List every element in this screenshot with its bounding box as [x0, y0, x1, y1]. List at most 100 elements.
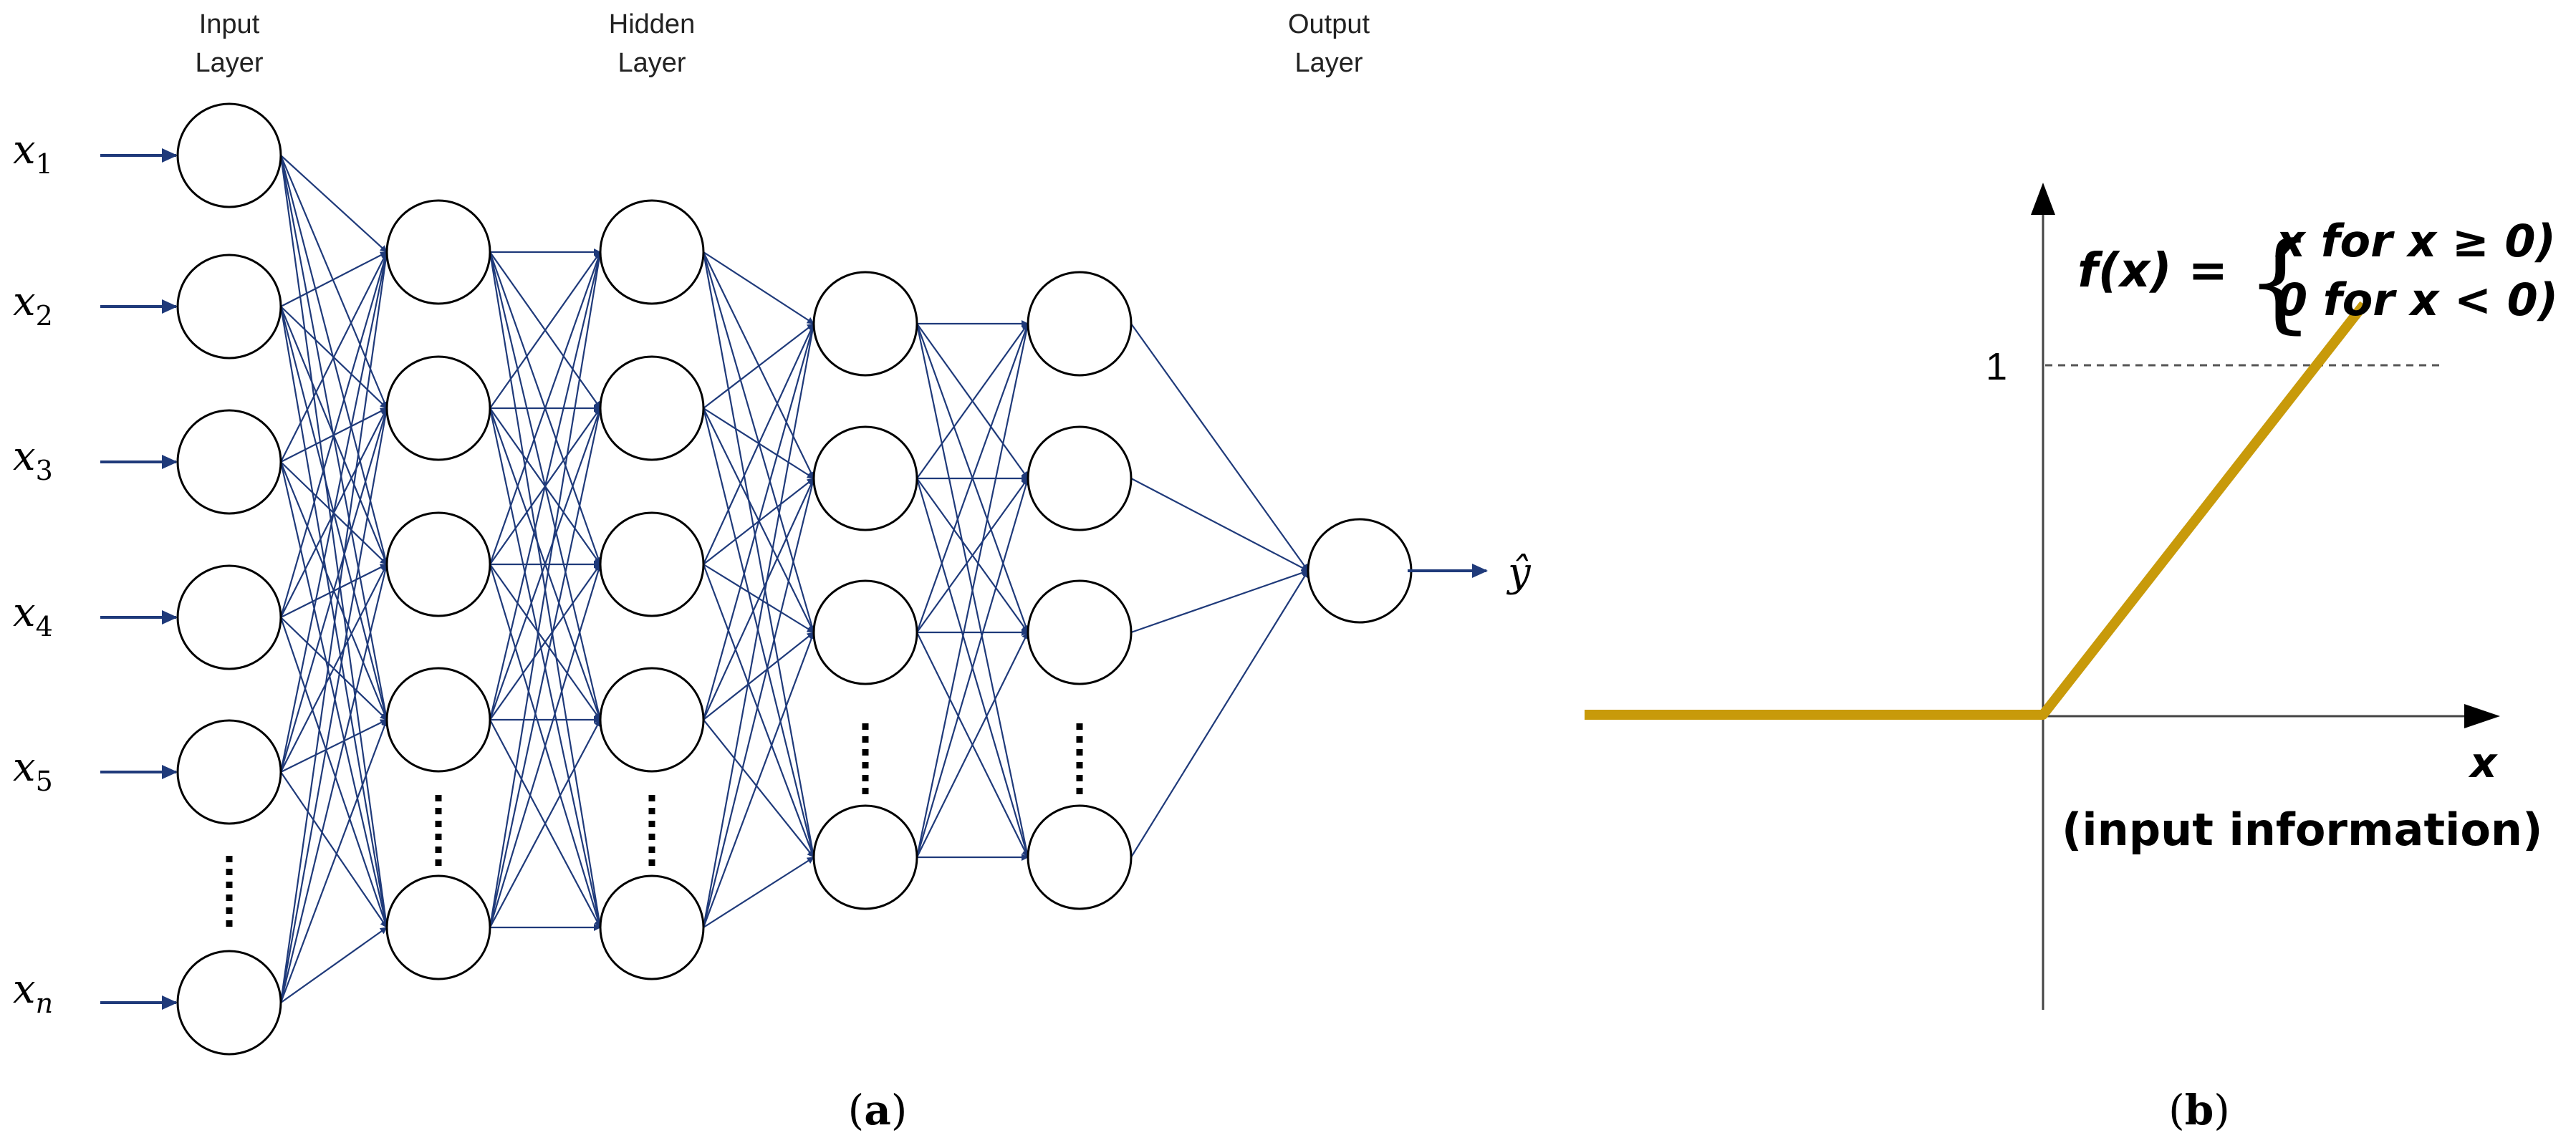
y-axis-arrowhead: [2031, 183, 2055, 215]
panel-b-relu-chart: 1 f(x) = { x for x ≥ 0) 0 for x < 0) x (…: [1585, 183, 2558, 1134]
node-layer4-2: [1027, 579, 1133, 685]
connection-l0-4-4: [280, 771, 388, 928]
input-labels: x1 x2 x3 x4 x5 xn: [13, 127, 53, 1019]
nodes: [176, 102, 1413, 1056]
node-layer4-3: [1027, 804, 1133, 910]
hidden-layer-header-line1: Hidden: [609, 9, 695, 39]
node-layer2-4: [599, 874, 705, 980]
output-label-y-hat: ŷ: [1506, 549, 1532, 596]
node-layer0-4: [176, 719, 282, 825]
connection-l3-1-0: [916, 323, 1029, 479]
node-layer0-0: [176, 102, 282, 208]
connection-l2-3-2: [703, 632, 814, 720]
hidden-layer-header-line2: Layer: [617, 48, 686, 78]
connection-l2-4-3: [703, 857, 814, 928]
node-layer0-1: [176, 254, 282, 360]
panel-a-neural-network: Input Layer Hidden Layer Output Layer x1…: [13, 9, 1532, 1134]
node-layer2-1: [599, 355, 705, 461]
node-layer4-0: [1027, 271, 1133, 377]
input-label-x5: x5: [13, 744, 53, 797]
node-layer1-0: [385, 199, 491, 305]
node-layer5-0: [1307, 518, 1413, 624]
node-layer0-5: [176, 950, 282, 1056]
connection-l4-3-0: [1130, 570, 1309, 858]
node-layer3-1: [812, 425, 918, 531]
formula-case-2: 0 for x < 0): [2277, 274, 2558, 326]
node-layer0-2: [176, 409, 282, 515]
connection-l2-4-2: [702, 632, 815, 928]
connection-l0-0-3: [279, 155, 390, 720]
connection-l0-4-0: [279, 251, 390, 773]
connection-l0-5-1: [279, 408, 390, 1003]
connection-l0-4-3: [280, 719, 388, 773]
connection-l2-0-0: [703, 251, 814, 324]
connection-l4-2-0: [1130, 569, 1309, 634]
connection-l1-3-0: [489, 251, 602, 720]
formula-lhs: f(x) =: [2077, 243, 2228, 298]
connection-l4-1-0: [1130, 478, 1309, 572]
connection-l3-2-1: [916, 478, 1029, 633]
connection-l0-1-0: [280, 251, 388, 307]
node-layer2-3: [599, 667, 705, 773]
connection-l0-5-2: [279, 564, 389, 1003]
connection-l4-0-0: [1130, 323, 1309, 572]
connection-l3-3-2: [916, 632, 1029, 858]
connection-l1-4-0: [489, 251, 603, 928]
input-arrows: [100, 148, 178, 1010]
node-layer1-2: [385, 511, 491, 617]
connection-l0-2-4: [279, 461, 389, 928]
connection-l0-0-4: [279, 155, 390, 928]
connection-l2-4-0: [702, 323, 817, 928]
relu-curve: [1585, 301, 2368, 720]
connection-l0-0-0: [280, 155, 388, 253]
connection-l2-3-3: [703, 719, 814, 858]
node-layer3-2: [812, 579, 918, 685]
connection-l0-4-1: [279, 408, 389, 773]
connection-l1-1-0: [489, 251, 601, 409]
connection-l0-5-3: [279, 719, 388, 1003]
connection-l2-0-3: [702, 251, 817, 858]
connections: [279, 155, 1309, 1003]
connection-l1-3-2: [489, 564, 601, 720]
node-layer1-3: [385, 667, 491, 773]
formula-brace: {: [2246, 220, 2314, 344]
x-axis-label: (input information): [2062, 804, 2542, 856]
connection-l1-4-1: [489, 408, 603, 928]
connection-l0-0-1: [279, 155, 388, 409]
x-axis-arrowhead: [2464, 704, 2500, 728]
node-layer3-0: [812, 271, 918, 377]
node-layer1-4: [385, 874, 491, 980]
connection-l1-3-1: [489, 408, 602, 720]
connection-l1-4-3: [489, 719, 601, 928]
node-layer2-2: [599, 511, 705, 617]
connection-l0-5-0: [279, 251, 390, 1003]
connection-l0-3-4: [279, 617, 388, 928]
y-tick-label-1: 1: [1986, 345, 2007, 388]
node-layer2-0: [599, 199, 705, 305]
input-label-x1: x1: [13, 127, 53, 180]
connection-l1-4-2: [489, 564, 602, 928]
node-layer4-1: [1027, 425, 1133, 531]
connection-l0-3-0: [279, 251, 389, 618]
connection-l0-2-0: [280, 251, 388, 463]
connection-l2-3-1: [702, 478, 815, 720]
input-label-x4: x4: [13, 589, 53, 642]
connection-l1-2-0: [489, 251, 602, 565]
formula-case-1: x for x ≥ 0): [2274, 215, 2556, 267]
connection-l0-5-4: [280, 927, 388, 1003]
connection-l3-3-0: [915, 323, 1031, 858]
connection-l0-4-2: [280, 564, 388, 773]
connection-l2-2-0: [703, 323, 814, 565]
caption-a: (a): [848, 1086, 908, 1134]
node-layer0-3: [176, 564, 282, 670]
connection-l2-4-1: [702, 478, 816, 928]
connection-l2-2-3: [702, 564, 815, 858]
x-axis-variable: x: [2468, 738, 2498, 787]
input-layer-header-line1: Input: [199, 9, 260, 39]
connection-l2-3-0: [702, 323, 816, 720]
connection-l2-1-3: [702, 408, 816, 858]
input-label-xn: xn: [13, 966, 53, 1019]
output-layer-header-line1: Output: [1288, 9, 1370, 39]
caption-b: (b): [2168, 1086, 2230, 1134]
